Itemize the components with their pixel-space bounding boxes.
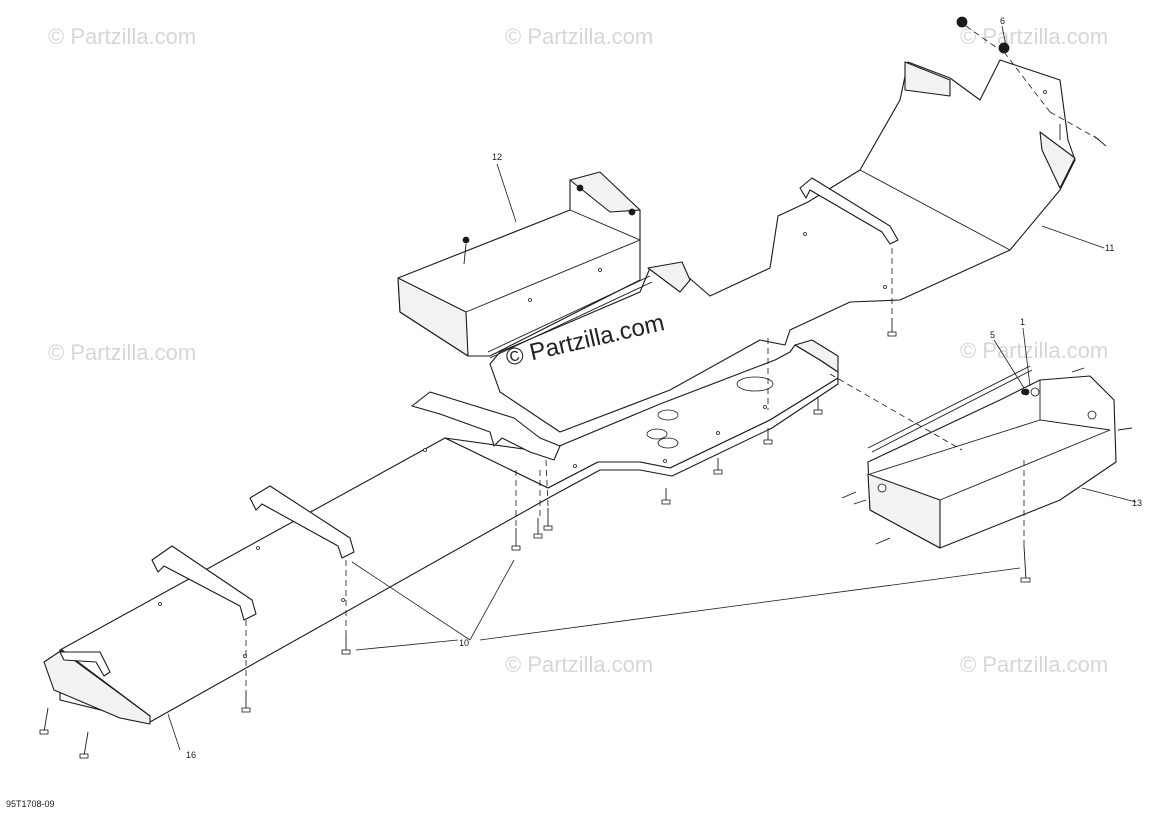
watermark-text: © Partzilla.com	[960, 652, 1108, 677]
callout-labels: 12 11 13 16 1 5 6 10	[186, 16, 1142, 760]
watermark-text: © Partzilla.com	[960, 338, 1108, 363]
diagram-reference-code: 95T1708-09	[6, 799, 55, 809]
callout-1: 1	[1020, 317, 1025, 327]
callout-13: 13	[1132, 498, 1142, 508]
watermark-text: © Partzilla.com	[48, 340, 196, 365]
bracket-group	[59, 391, 561, 677]
bolt-group	[39, 124, 1133, 759]
hex-nut-icon	[956, 16, 968, 28]
nut-group	[956, 16, 1030, 396]
callout-16: 16	[186, 750, 196, 760]
cover-tray-12	[397, 171, 653, 359]
watermark-text: © Partzilla.com	[505, 24, 653, 49]
callout-11: 11	[1105, 243, 1114, 253]
callout-5: 5	[990, 330, 995, 340]
hex-nut-icon	[998, 42, 1010, 54]
watermark-text: © Partzilla.com	[505, 652, 653, 677]
watermark-text: © Partzilla.com	[960, 24, 1108, 49]
cover-tray-13	[867, 365, 1117, 549]
oval-slot	[736, 376, 774, 392]
callout-10: 10	[459, 638, 469, 648]
callout-6: 6	[1000, 16, 1005, 26]
watermark-text: © Partzilla.com	[48, 24, 196, 49]
leader-lines	[167, 25, 1137, 751]
assembly-lines	[245, 25, 1101, 692]
hex-nut-icon	[1022, 388, 1030, 396]
callout-12: 12	[492, 152, 502, 162]
skid-plate-upper	[489, 59, 1076, 433]
